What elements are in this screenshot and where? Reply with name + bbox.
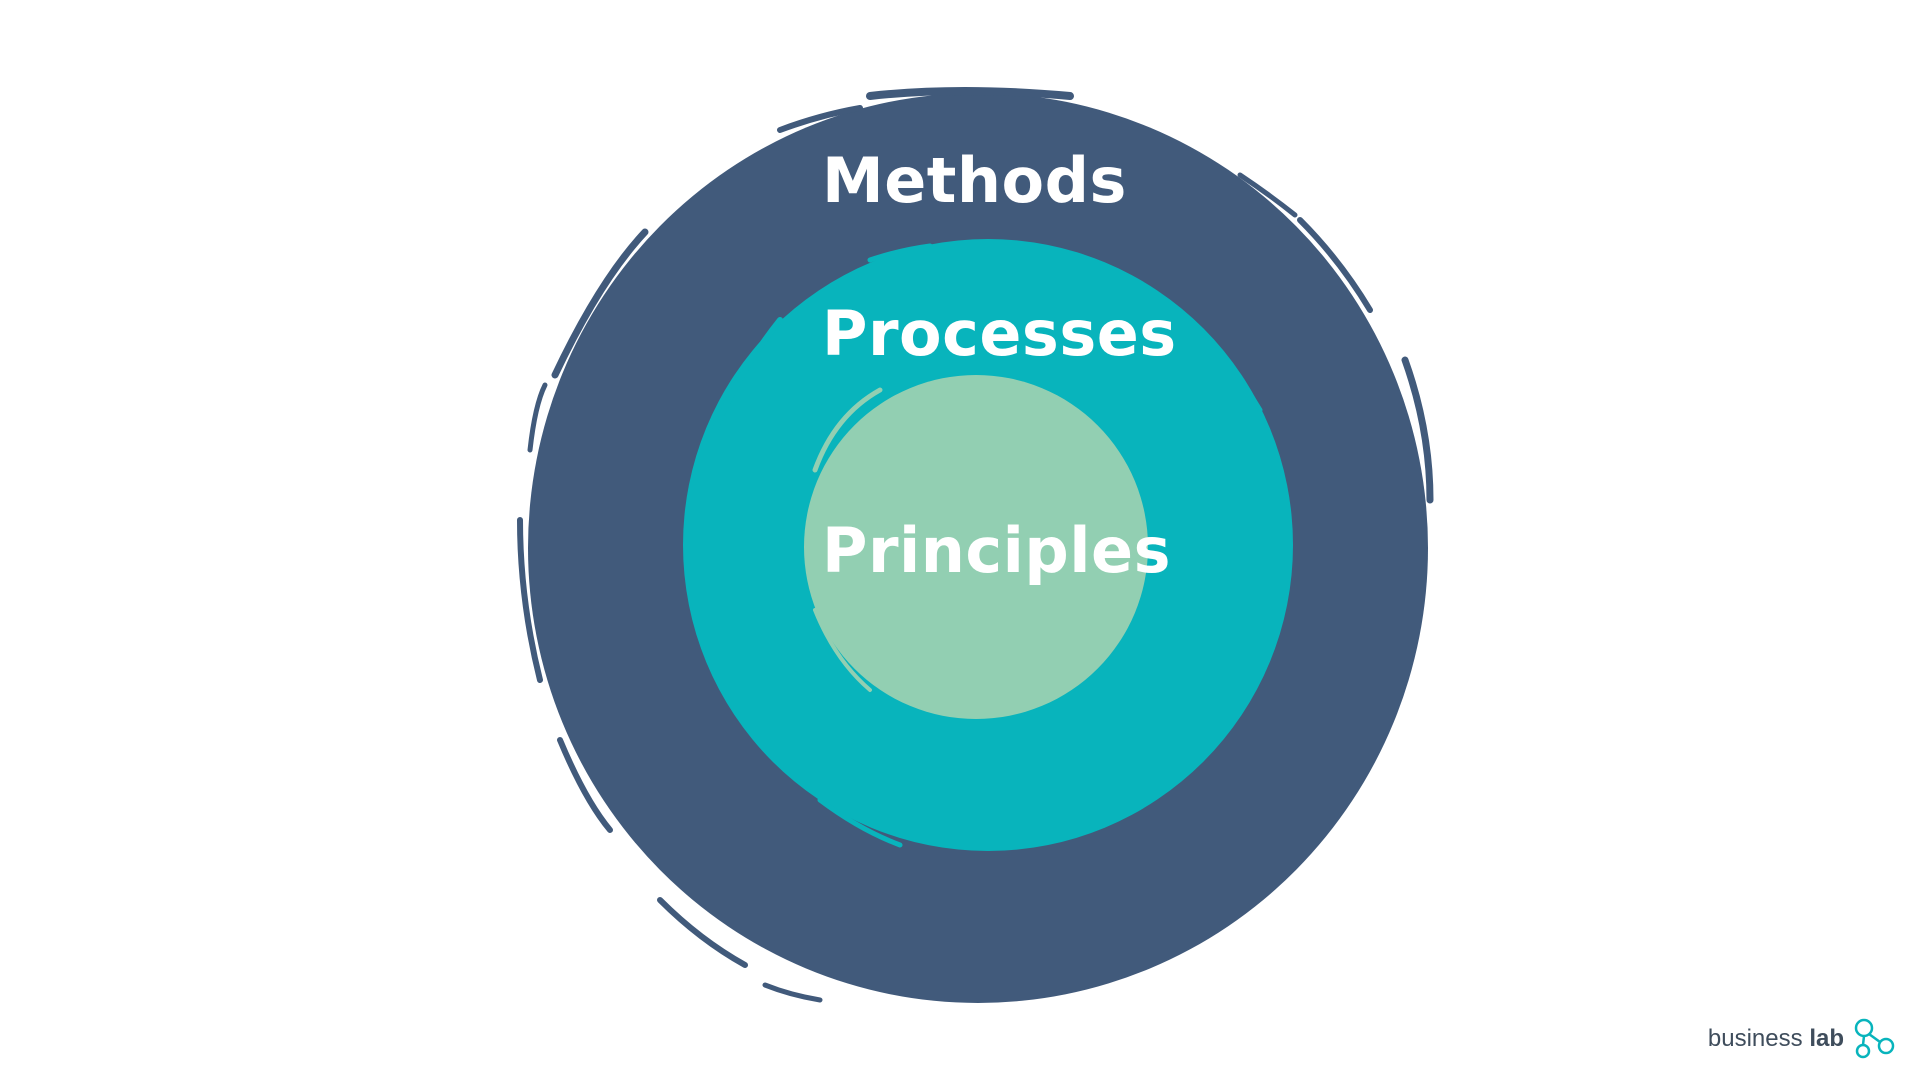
label-principles: Principles: [822, 514, 1171, 587]
logo-text-bold: lab: [1809, 1025, 1844, 1052]
molecule-icon: [1854, 1018, 1895, 1059]
label-processes: Processes: [822, 297, 1177, 370]
logo-text-regular: business: [1707, 1025, 1803, 1052]
logo-text: business lab: [1708, 1027, 1844, 1051]
inner-circle-principles: [804, 375, 1148, 719]
business-lab-logo: business lab: [1708, 1016, 1896, 1062]
label-methods: Methods: [822, 144, 1127, 217]
